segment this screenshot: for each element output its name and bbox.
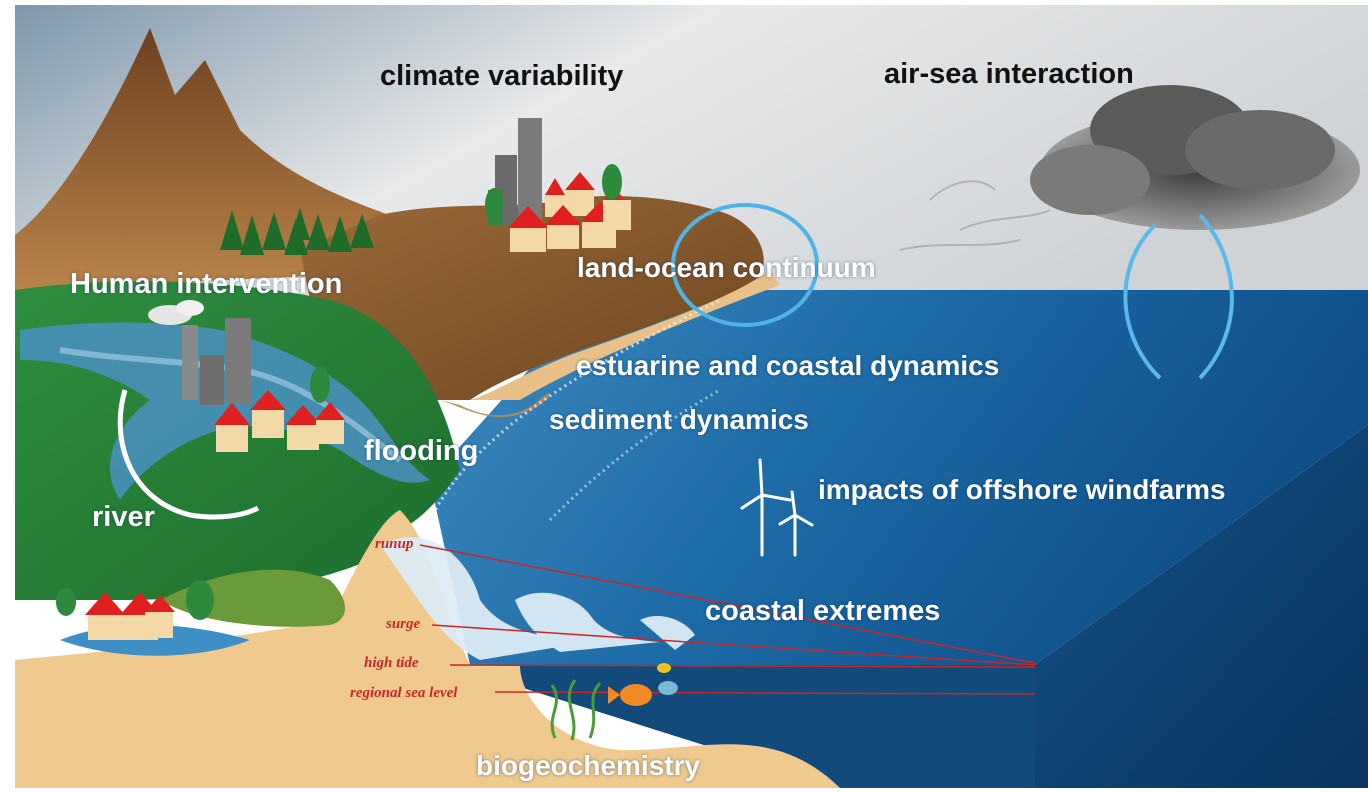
air-sea-interaction-label: air-sea interaction xyxy=(884,58,1134,90)
cloud-icon xyxy=(1030,85,1360,230)
ocean-surface xyxy=(430,290,1368,665)
estuarine-coastal-dynamics-label: estuarine and coastal dynamics xyxy=(576,350,1000,381)
factory-icon xyxy=(148,300,251,405)
fish-icon xyxy=(608,663,678,706)
land-ocean-continuum-label: land-ocean continuum xyxy=(577,252,876,283)
coastal-extremes-label: coastal extremes xyxy=(705,595,941,627)
house-icon xyxy=(214,367,345,452)
beach xyxy=(470,270,780,400)
offshore-windfarms-label: impacts of offshore windfarms xyxy=(818,474,1226,505)
climate-variability-label: climate variability xyxy=(380,60,624,92)
human-intervention-label: Human intervention xyxy=(70,268,343,300)
sand-seabed xyxy=(15,510,840,788)
regional-sea-level-label: regional sea level xyxy=(350,685,458,701)
house-icon-lower xyxy=(56,580,214,640)
spray-arc-2 xyxy=(548,388,721,522)
city-icon xyxy=(485,118,631,252)
runup-label: runup xyxy=(375,536,414,552)
spray-arc-1 xyxy=(428,298,721,521)
circulation-arrow-icon xyxy=(671,203,819,327)
river xyxy=(20,322,430,500)
sediment-dynamics-label: sediment dynamics xyxy=(549,404,809,435)
river-arrow-icon xyxy=(117,389,260,520)
ocean-side xyxy=(1035,425,1368,788)
surge-label: surge xyxy=(386,616,421,632)
biogeochemistry-label: biogeochemistry xyxy=(476,750,701,781)
ocean-front xyxy=(450,665,1035,788)
river-label: river xyxy=(92,501,155,533)
seaweed-icon xyxy=(550,679,602,741)
sea-level-lines xyxy=(419,544,1036,695)
forest-icon xyxy=(220,208,374,255)
sediment-plume xyxy=(440,393,550,418)
flooding-label: flooding xyxy=(364,435,479,467)
wind-swirl-icon xyxy=(899,180,1051,251)
wind-turbine-icon xyxy=(740,458,814,557)
cliff xyxy=(300,195,764,400)
high-tide-label: high tide xyxy=(364,655,419,671)
mountain-icon xyxy=(15,28,440,290)
circulation-arrow-icon-ocean xyxy=(1123,213,1234,380)
